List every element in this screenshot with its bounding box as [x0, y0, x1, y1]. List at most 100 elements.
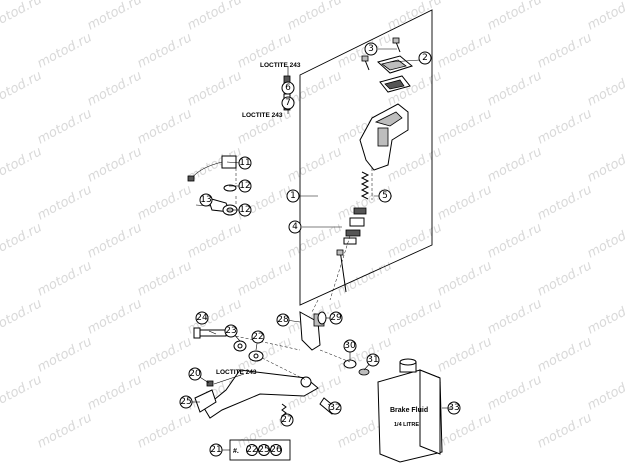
watermark-text-46: motod.ru [385, 220, 445, 261]
watermark-text-11: motod.ru [435, 30, 495, 71]
watermark-text-81: motod.ru [435, 410, 495, 451]
watermark-text-44: motod.ru [185, 220, 245, 261]
callout-c11: 11 [238, 156, 252, 170]
callout-label-c33: 33 [448, 403, 459, 413]
watermark-text-25: motod.ru [435, 106, 495, 147]
callout-label-c7: 7 [285, 98, 291, 108]
kit-item-label-0: 22 [246, 445, 257, 455]
callout-label-c5: 5 [382, 191, 388, 201]
callout-label-c1: 1 [290, 191, 296, 201]
watermark-text-50: motod.ru [135, 258, 195, 299]
kit-item-circle-0 [246, 444, 258, 456]
callout-circle-c1 [286, 189, 300, 203]
callout-c5: 5 [378, 189, 392, 203]
callout-label-c6: 6 [285, 83, 291, 93]
callout-circle-c28 [276, 313, 290, 327]
callout-label-c3: 3 [368, 44, 374, 54]
callout-circle-c25a [179, 395, 193, 409]
watermark-text-57: motod.ru [85, 296, 145, 337]
callout-label-c23: 23 [225, 326, 236, 336]
watermark-text-29: motod.ru [85, 144, 145, 185]
pivot-hardware [193, 327, 370, 376]
callout-circle-c11 [238, 156, 252, 170]
watermark-text-42: motod.ru [0, 220, 45, 261]
watermark-text-62: motod.ru [585, 296, 625, 337]
callout-label-kit-ref: 21 [210, 445, 221, 455]
callout-c12b: 12 [238, 203, 252, 217]
kit-item-label-1: 25 [258, 445, 269, 455]
watermark-text-2: motod.ru [185, 0, 245, 34]
watermark-text-47: motod.ru [485, 220, 545, 261]
callout-label-c31: 31 [367, 355, 378, 365]
watermark-text-6: motod.ru [585, 0, 625, 34]
callout-label-c20: 20 [189, 369, 201, 379]
watermark-text-21: motod.ru [35, 106, 95, 147]
watermark-text-75: motod.ru [485, 372, 545, 413]
callout-circle-c23 [224, 324, 238, 338]
watermark-text-31: motod.ru [285, 144, 345, 185]
callout-label-c24: 24 [196, 313, 208, 323]
callout-c32: 32 [328, 401, 342, 415]
watermark-text-1: motod.ru [85, 0, 145, 34]
watermark-text-78: motod.ru [135, 410, 195, 451]
callout-c3: 3 [364, 42, 378, 56]
callout-label-c4: 4 [292, 222, 298, 232]
brake-fluid-bottle: Brake Fluid 1/4 LITRE [377, 358, 452, 463]
callout-c29: 29 [329, 311, 343, 325]
callout-kit-ref: 21 [209, 443, 223, 457]
watermark-text-70: motod.ru [0, 372, 45, 413]
piston-kit [336, 207, 367, 293]
loctite-label-middle: LOCTITE 243 [242, 112, 283, 119]
callout-circle-c24 [195, 311, 209, 325]
watermark-text-34: motod.ru [585, 144, 625, 185]
watermark-text-67: motod.ru [435, 334, 495, 375]
watermark-text-12: motod.ru [535, 30, 595, 71]
callout-label-c28: 28 [277, 315, 289, 325]
callout-label-c11: 11 [239, 158, 250, 168]
callout-label-c29: 29 [330, 313, 342, 323]
callout-circle-c2 [418, 51, 432, 65]
callout-c23: 23 [224, 324, 238, 338]
watermark-text-43: motod.ru [85, 220, 145, 261]
callout-c27: 27 [280, 413, 294, 427]
kit-item-0: 22 [246, 444, 258, 456]
watermark-text-68: motod.ru [535, 334, 595, 375]
watermark-text-36: motod.ru [135, 182, 195, 223]
reservoir-cover-group [361, 37, 414, 93]
kit-item-1: 25 [258, 444, 270, 456]
watermark-text-3: motod.ru [285, 0, 345, 34]
callout-label-c2: 2 [422, 53, 428, 63]
watermark-text-15: motod.ru [85, 68, 145, 109]
watermark-text-76: motod.ru [585, 372, 625, 413]
callout-label-c12a: 12 [239, 181, 250, 191]
callout-circle-c20 [188, 367, 202, 381]
callout-circle-c30 [343, 339, 357, 353]
callout-circle-c31 [366, 353, 380, 367]
watermark-text-60: motod.ru [385, 296, 445, 337]
callout-label-c30: 30 [344, 341, 356, 351]
watermark-text-22: motod.ru [135, 106, 195, 147]
watermark-text-5: motod.ru [485, 0, 545, 34]
spring [360, 171, 370, 200]
callout-circle-c22a [251, 330, 265, 344]
master-cylinder-body [359, 103, 409, 171]
callout-c31: 31 [366, 353, 380, 367]
watermark-text-8: motod.ru [135, 30, 195, 71]
watermark-text-71: motod.ru [85, 372, 145, 413]
bottle-label-line1: Brake Fluid [390, 407, 428, 414]
watermark-text-28: motod.ru [0, 144, 45, 185]
brake-pedal [194, 369, 319, 419]
callout-label-c13: 13 [200, 195, 211, 205]
callout-c25a: 25 [179, 395, 193, 409]
watermark-text-20: motod.ru [585, 68, 625, 109]
callout-c30: 30 [343, 339, 357, 353]
watermark-text-14: motod.ru [0, 68, 45, 109]
callout-circle-c27 [280, 413, 294, 427]
watermark-text-16: motod.ru [185, 68, 245, 109]
kit-box: #. [222, 439, 291, 461]
watermark-text-56: motod.ru [0, 296, 45, 337]
watermark-text-49: motod.ru [35, 258, 95, 299]
callout-c7: 7 [281, 96, 295, 110]
callout-circle-c29 [329, 311, 343, 325]
